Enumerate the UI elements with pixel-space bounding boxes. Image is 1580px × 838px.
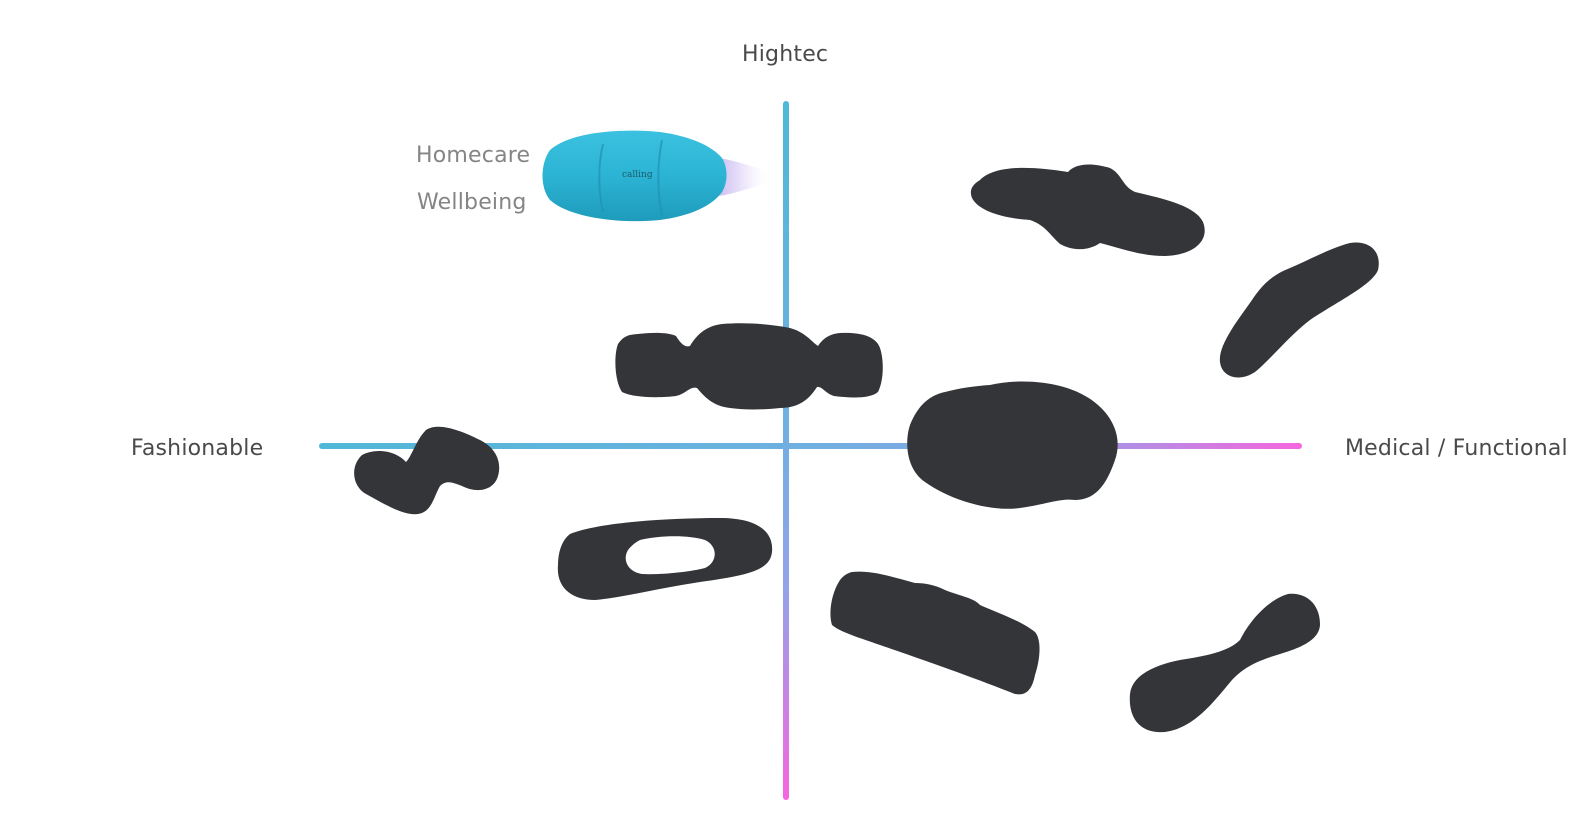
bowtie-patch-shape — [615, 323, 883, 410]
zigzag-patch-shape — [354, 426, 500, 515]
device-label-homecare: Homecare — [416, 143, 531, 168]
axis-label-left: Fashionable — [131, 436, 264, 461]
axis-label-right: Medical / Functional — [1345, 436, 1568, 461]
ring-patch-shape — [557, 518, 773, 600]
foot-insole-shape — [1219, 242, 1379, 378]
device-brand-text: calling — [622, 170, 653, 180]
cloud-blob-shape — [970, 164, 1205, 256]
axis-label-top: Hightec — [742, 42, 829, 67]
homecare-device-icon — [542, 130, 772, 222]
dogbone-patch-shape — [1129, 593, 1320, 733]
device-label-wellbeing: Wellbeing — [417, 190, 527, 215]
round-blob-shape — [907, 381, 1118, 509]
bar-patch-shape — [830, 571, 1040, 695]
